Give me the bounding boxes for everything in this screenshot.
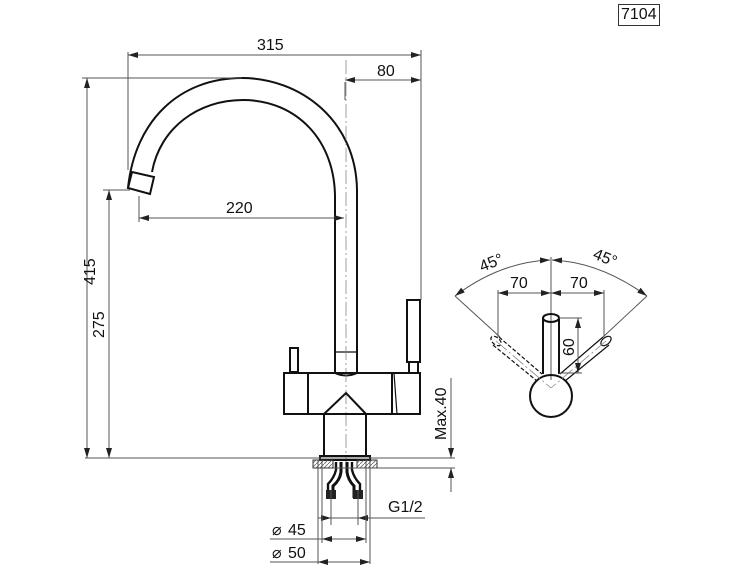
faucet-side-view (126, 60, 421, 499)
top-view-handle (542, 318, 560, 374)
countertop-left (312, 459, 334, 469)
dim-overall-height: 415 (82, 258, 99, 285)
dim-max-countertop: Max.40 (433, 387, 450, 440)
dim-diameter-50: 50 (288, 545, 306, 562)
dim-left-angle: 45° (477, 251, 506, 276)
dim-outlet-height: 275 (91, 311, 108, 338)
left-lever (289, 347, 299, 373)
countertop-right (356, 459, 378, 469)
right-lever (406, 299, 421, 363)
dim-body-to-spout: 80 (377, 63, 395, 80)
spout-outer-curve (127, 76, 358, 352)
dim-diameter-45: 45 (288, 522, 306, 539)
model-number-label: 7104 (618, 4, 660, 26)
dim-right-angle: 45° (591, 246, 620, 271)
dim-right-offset: 70 (570, 275, 588, 292)
diameter-symbol-45: ⌀ (272, 522, 282, 539)
spout-outlet (126, 170, 156, 196)
dim-overall-reach: 315 (257, 37, 284, 54)
dim-spout-reach: 220 (226, 200, 253, 217)
faucet-top-view (490, 257, 612, 418)
dim-thread: G1/2 (388, 499, 423, 516)
top-view-body (529, 374, 573, 418)
side-view-dimensions: 315 80 415 275 220 Max.40 G1/2 (82, 37, 455, 565)
diameter-symbol-50: ⌀ (272, 545, 282, 562)
faucet-body (283, 372, 421, 415)
spout-inner-curve (151, 98, 337, 352)
dim-handle-length: 60 (561, 338, 578, 356)
dim-left-offset: 70 (510, 275, 528, 292)
